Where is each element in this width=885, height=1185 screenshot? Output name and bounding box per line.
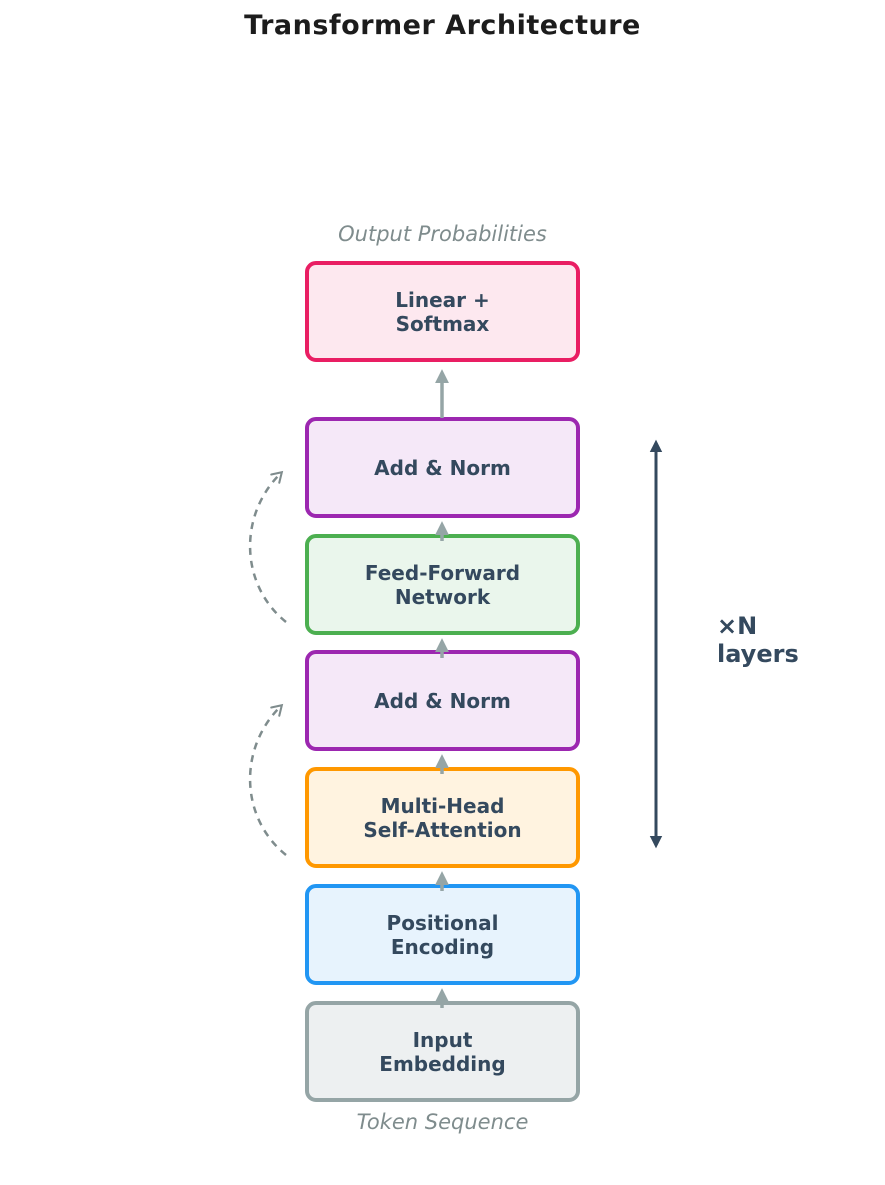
token-sequence-label: Token Sequence xyxy=(356,1110,529,1134)
residual-arrow-mhsa xyxy=(248,703,287,856)
feed-forward-network-block: Feed-Forward Network xyxy=(305,534,580,635)
add-norm-top-block: Add & Norm xyxy=(305,417,580,518)
residual-arrow-ffn xyxy=(248,470,287,623)
output-probabilities-label: Output Probabilities xyxy=(338,222,547,246)
positional-encoding-block: Positional Encoding xyxy=(305,884,580,985)
multi-head-self-attention-block: Multi-Head Self-Attention xyxy=(305,767,580,868)
linear-softmax-block: Linear + Softmax xyxy=(305,261,580,362)
n-layers-label: ×N layers xyxy=(717,612,799,668)
add-norm-bottom-block: Add & Norm xyxy=(305,650,580,751)
page-title: Transformer Architecture xyxy=(244,10,641,41)
input-embedding-block: Input Embedding xyxy=(305,1001,580,1102)
